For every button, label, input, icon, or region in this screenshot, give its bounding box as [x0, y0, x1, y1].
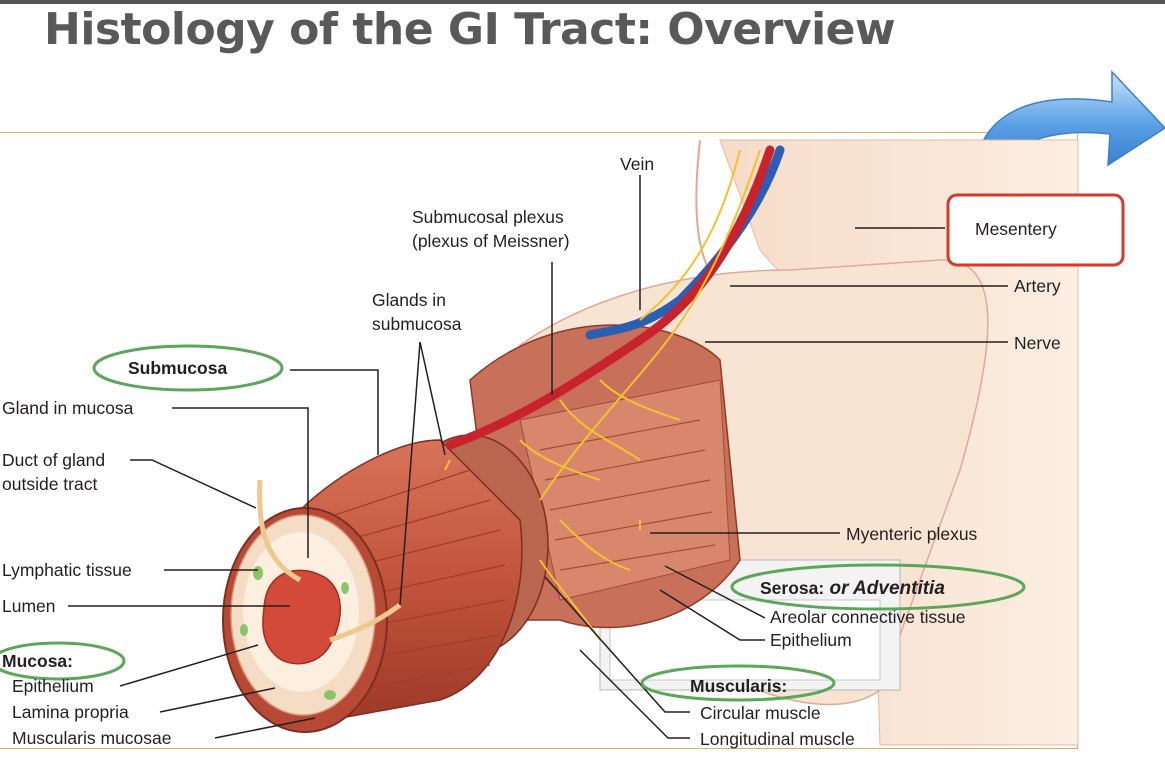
cross-section-face: [222, 507, 388, 733]
slide-title: Histology of the GI Tract: Overview: [44, 4, 896, 55]
label-lymphatic-tissue: Lymphatic tissue: [2, 560, 132, 580]
label-glands-in-2: submucosa: [372, 314, 462, 334]
label-lamina-propria: Lamina propria: [12, 702, 129, 722]
label-muscularis-mucosae: Muscularis mucosae: [12, 728, 172, 748]
serosa-highlight-ring: [730, 563, 1026, 611]
label-duct-of-gland-2: outside tract: [2, 474, 97, 494]
label-artery: Artery: [1014, 276, 1061, 296]
submucosa-highlight-ring: [92, 344, 284, 392]
label-muscularis: Muscularis:: [690, 676, 787, 696]
label-vein: Vein: [620, 154, 654, 174]
label-submucosal-plexus-2: (plexus of Meissner): [412, 231, 570, 251]
label-epithelium-serosa: Epithelium: [770, 630, 852, 650]
label-longitudinal-muscle: Longitudinal muscle: [700, 729, 855, 749]
label-serosa: Serosa:: [760, 578, 824, 598]
label-mucosa: Mucosa:: [2, 651, 73, 671]
nerve-plexus: [257, 149, 761, 643]
label-submucosa: Submucosa: [128, 358, 227, 378]
label-circular-muscle: Circular muscle: [700, 703, 821, 723]
label-myenteric-plexus: Myenteric plexus: [846, 524, 978, 544]
blood-vessels: [445, 145, 785, 450]
label-gland-in-mucosa: Gland in mucosa: [2, 398, 134, 418]
mesentery-highlight-box: [946, 193, 1125, 267]
top-rule: [0, 0, 1165, 4]
muscularis-highlight-ring: [640, 664, 836, 702]
leader-lines: [68, 175, 1008, 739]
label-nerve: Nerve: [1014, 333, 1061, 353]
label-submucosal-plexus-1: Submucosal plexus: [412, 207, 564, 227]
mucosa-highlight-ring: [0, 641, 126, 681]
label-glands-in-1: Glands in: [372, 290, 446, 310]
label-lumen: Lumen: [2, 596, 56, 616]
label-epithelium-mucosa: Epithelium: [12, 676, 94, 696]
label-areolar-connective-tissue: Areolar connective tissue: [770, 607, 966, 627]
label-serosa-alt: or Adventitia: [824, 578, 945, 599]
label-mesentery: Mesentery: [975, 219, 1057, 239]
label-serosa-line: Serosa: or Adventitia: [760, 578, 945, 599]
label-duct-of-gland-1: Duct of gland: [2, 450, 105, 470]
